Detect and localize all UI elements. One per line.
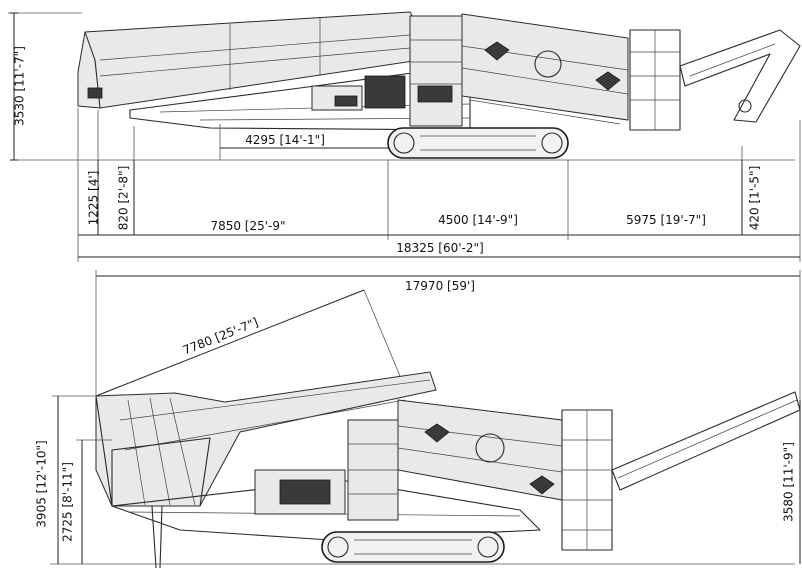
- dim-height-420: 420 [1'-5"]: [741, 146, 762, 235]
- label-420: 420 [1'-5"]: [748, 166, 762, 231]
- working-machine-outline: [50, 371, 801, 569]
- label-3905: 3905 [12'-10"]: [35, 440, 49, 527]
- dim-overall-height-working: 3905 [12'-10"]: [35, 395, 96, 564]
- dim-overall-length-working: 17970 [59']: [95, 270, 801, 400]
- dim-segment-lengths: 7850 [25'-9" 4500 [14'-9"] 5975 [19'-7"]: [77, 108, 801, 262]
- label-1225: 1225 [4']: [87, 171, 101, 226]
- label-7850: 7850 [25'-9": [210, 219, 285, 233]
- dim-feeder-length: 4295 [14'-1"]: [219, 124, 388, 160]
- label-3530: 3530 [11'-7"]: [13, 46, 27, 126]
- dim-height-1225: 1225 [4']: [87, 110, 101, 235]
- label-820: 820 [2'-8"]: [117, 166, 131, 231]
- label-2725: 2725 [8'-11"]: [61, 462, 75, 542]
- label-4500: 4500 [14'-9"]: [438, 213, 518, 227]
- label-18325: 18325 [60'-2"]: [396, 241, 483, 255]
- label-3580: 3580 [11'-9"]: [782, 442, 796, 522]
- dim-hopper-height: 2725 [8'-11"]: [61, 439, 112, 564]
- transport-machine-outline: [10, 11, 801, 161]
- dim-overall-height-transport: 3530 [11'-7"]: [8, 12, 82, 161]
- dim-height-820: 820 [2'-8"]: [117, 126, 135, 235]
- label-17970: 17970 [59']: [405, 279, 475, 293]
- label-4295: 4295 [14'-1"]: [245, 133, 325, 147]
- working-side-view: 17970 [59'] 7780 [25'-7"]: [35, 270, 801, 569]
- dim-hopper-length: 7780 [25'-7"]: [95, 289, 401, 397]
- dim-discharge-height: 3580 [11'-9"]: [782, 400, 801, 564]
- label-5975: 5975 [19'-7"]: [626, 213, 706, 227]
- dim-overall-length-transport: 18325 [60'-2"]: [78, 241, 800, 258]
- transport-side-view: 3530 [11'-7"] 4295 [14'-1"] 1225 [4'] 82…: [8, 11, 801, 262]
